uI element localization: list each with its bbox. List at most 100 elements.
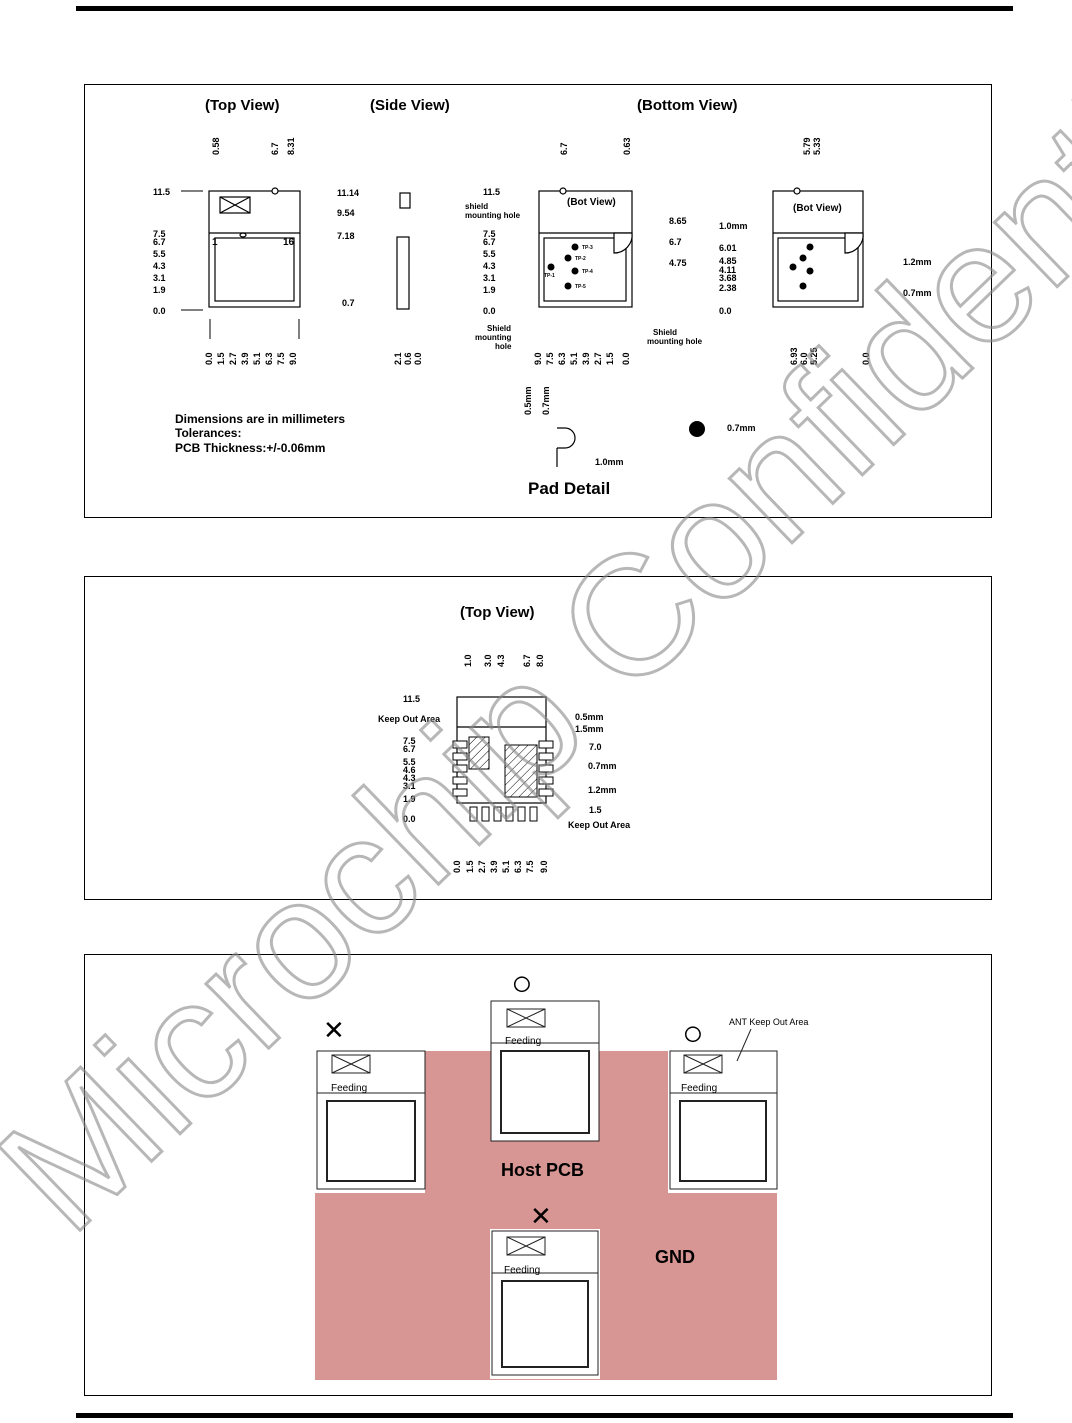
note-tolerances: Tolerances: (175, 426, 241, 440)
bot-view-label-2: (Bot View) (793, 203, 842, 214)
bot-x-label: 6.7 (559, 142, 569, 155)
keepout-small (468, 736, 490, 770)
fig2-y-label: 5.5 (403, 757, 416, 767)
tp2-y-label: 0.0 (719, 306, 732, 316)
bot-bottom-label: 5.1 (569, 352, 579, 365)
bot-right-label: 6.7 (669, 237, 682, 247)
footprint-drawing: (Top View) 1.0 3.0 4.3 6.7 8.0 11.5 7.5 (378, 604, 631, 873)
top-bottom-label: 1.5 (216, 352, 226, 365)
fig2-x-label: 3.0 (483, 654, 493, 667)
top-bottom-label: 2.7 (228, 352, 238, 365)
tp2-x-label: 5.79 (802, 137, 812, 155)
tp2-bottom-label: 0.0 (861, 352, 871, 365)
fig2-y-label: 0.0 (403, 814, 416, 824)
bot-right-label: 4.75 (669, 258, 687, 268)
bot-y-label: 5.5 (483, 249, 496, 259)
shield-hole-left: Shield (487, 324, 511, 333)
bot-bottom-label: 0.0 (621, 352, 631, 365)
fig2-bottom-label: 2.7 (477, 860, 487, 873)
bot-y-label: 7.5 (483, 229, 496, 239)
fig2-bottom-label: 6.3 (513, 860, 523, 873)
gnd-label: GND (655, 1247, 695, 1267)
tp-label: TP-4 (582, 269, 593, 275)
fig2-y-label: 1.9 (403, 794, 416, 804)
fig2-right-label: 1.5 (589, 805, 602, 815)
side-view-title: (Side View) (370, 97, 450, 114)
shield-hole-top: shield (465, 202, 488, 211)
fig2-x-label: 4.3 (496, 654, 506, 667)
host-pcb-label: Host PCB (501, 1160, 584, 1180)
mark-bad: ✕ (323, 1015, 345, 1045)
shield-hole-right: mounting hole (647, 337, 703, 346)
top-x-label: 8.31 (286, 137, 296, 155)
tp2-y-label: 4.11 (719, 265, 736, 275)
fig2-right-label: 1.2mm (588, 785, 617, 795)
bot-y-label: 0.0 (483, 306, 496, 316)
top-x-label: 0.58 (211, 137, 221, 155)
fig2-right-label: 1.5mm (575, 724, 604, 734)
module-center-bottom: Feeding ✕ (490, 1201, 600, 1379)
top-x-label: 6.7 (270, 142, 280, 155)
fig2-bottom-label: 9.0 (539, 860, 549, 873)
fig2-y-label: 11.5 (403, 694, 420, 704)
dim-0-7mm: 0.7mm (903, 288, 932, 298)
tp2-y-label: 4.85 (719, 256, 737, 266)
pad-detail-title: Pad Detail (528, 479, 610, 498)
fig2-bottom-label: 0.0 (452, 860, 462, 873)
keepout-label-top: Keep Out Area (378, 714, 441, 724)
top-y-label: 4.3 (153, 261, 166, 271)
side-right-label: 7.18 (337, 231, 355, 241)
top-bottom-label: 0.0 (204, 352, 214, 365)
bottom-view-title: (Bottom View) (637, 97, 738, 114)
bot-bottom-label: 9.0 (533, 352, 543, 365)
side-bottom-label: 0.6 (403, 352, 413, 365)
feeding-label: Feeding (331, 1083, 367, 1094)
keepout-label-bottom: Keep Out Area (568, 820, 631, 830)
pad-detail-drawing (556, 427, 576, 467)
shield-hole-left: hole (495, 342, 512, 351)
placement-figure: Feeding ✕ Feeding ○ Feeding ○ ANT Keep O… (84, 954, 992, 1396)
pad-width: 1.0mm (595, 457, 624, 467)
fig2-bottom-label: 5.1 (501, 860, 511, 873)
module-left: Feeding ✕ (315, 1015, 426, 1193)
module-center-top: Feeding ○ (490, 962, 600, 1142)
fig2-y-label: 4.3 (403, 773, 416, 783)
bot-y-label: 6.7 (483, 237, 496, 247)
side-right-label: 0.7 (342, 298, 355, 308)
fig2-title: (Top View) (460, 604, 534, 621)
bot-bottom-label: 7.5 (545, 352, 555, 365)
mark-ok: ○ (511, 962, 533, 1003)
top-bottom-label: 9.0 (288, 352, 298, 365)
top-y-label: 5.5 (153, 249, 166, 259)
fig2-right-label: 0.5mm (575, 712, 604, 722)
tp2-bottom-label: 5.25 (809, 347, 819, 365)
bot-view-label: (Bot View) (567, 197, 616, 208)
top-bottom-label: 3.9 (240, 352, 250, 365)
tp2-x-label: 5.33 (812, 137, 822, 155)
side-right-label: 9.54 (337, 208, 355, 218)
top-y-label: 7.5 (153, 229, 166, 239)
fig2-y-label: 7.5 (403, 736, 416, 746)
pad-row (452, 740, 554, 822)
dot-detail (689, 421, 705, 437)
host-pcb (315, 1051, 777, 1380)
fig2-right-label: 0.7mm (588, 761, 617, 771)
fig2-x-label: 1.0 (463, 654, 473, 667)
shield-hole-top: mounting hole (465, 211, 521, 220)
module-dimensions-figure: (Top View) (Side View) (Bottom View) 1 1… (84, 84, 992, 518)
test-point-view (772, 187, 864, 308)
tp2-bottom-label: 6.0 (799, 352, 809, 365)
fig2-bottom-label: 1.5 (465, 860, 475, 873)
top-y-label: 3.1 (153, 273, 166, 283)
bot-x-label: 0.63 (622, 137, 632, 155)
fig2-bottom-label: 7.5 (525, 860, 535, 873)
bot-y-label: 1.9 (483, 285, 496, 295)
test-points (547, 243, 579, 290)
pin-1: 1 (212, 237, 218, 248)
top-y-label: 1.9 (153, 285, 166, 295)
bot-y-label: 11.5 (483, 187, 500, 197)
tp2-y-label: 3.68 (719, 273, 737, 283)
feeding-label: Feeding (681, 1083, 717, 1094)
top-y-label: 6.7 (153, 237, 166, 247)
header-rule (76, 6, 1013, 11)
